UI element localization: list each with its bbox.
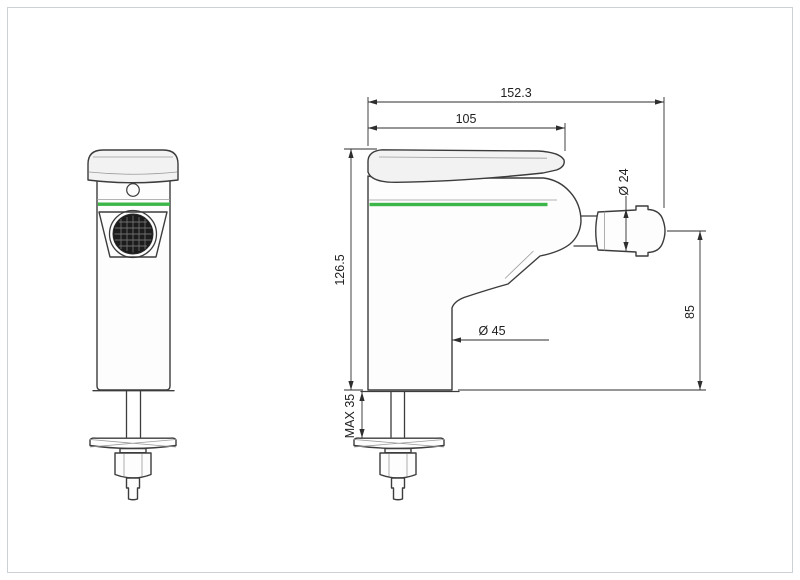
front-handle-cap [87,149,179,184]
arrowhead [348,149,354,158]
aerator-mesh [114,215,152,253]
dim-label-handle-length: 105 [456,112,477,126]
spout-outlet-inner-line [504,250,534,279]
arrowhead [368,125,377,131]
front-button [126,183,140,197]
front-inlet-stem [125,390,142,438]
side-nut-collar [384,447,412,454]
arrowhead [556,125,565,131]
arrowhead [452,337,461,343]
front-threaded-tail [125,477,141,501]
arrowhead [623,242,629,251]
front-mounting-nut [114,452,152,479]
front-nut-facets [123,453,143,477]
handle-knob [595,205,666,257]
dim-label-overall-height: 126.5 [333,254,347,285]
front-view [87,149,179,501]
side-mounting-nut [379,452,417,479]
arrowhead [623,209,629,218]
front-cap-parting-line [88,171,178,175]
side-nut-facets [388,453,408,477]
dim-label-body-diameter: Ø 45 [478,324,505,338]
side-inlet-stem [390,391,406,438]
dim-label-knob-diameter: Ø 24 [617,168,631,195]
aerator-outer-ring [108,209,158,259]
arrowhead [359,392,365,401]
side-washer-cross-lines [353,439,445,448]
side-body-outline [367,175,582,391]
arrowhead [697,381,703,390]
dim-label-deck-thickness: MAX 35 [343,394,357,439]
side-threaded-tail [390,477,406,501]
dimension-annotations: 152.3 105 126.5 Ø 24 85 Ø 45 [333,86,706,438]
side-view [353,149,666,501]
front-washer-cross-lines [89,439,177,448]
front-nut-collar [119,447,147,454]
arrowhead [348,381,354,390]
arrowhead [368,99,377,105]
arrowhead [655,99,664,105]
arrowhead [697,231,703,240]
dim-label-overall-width: 152.3 [500,86,531,100]
lever-highlight-line [378,156,548,159]
dim-label-outlet-height: 85 [683,305,697,319]
arrowhead [359,429,365,438]
side-green-accent [369,202,548,207]
front-green-accent [98,202,170,206]
